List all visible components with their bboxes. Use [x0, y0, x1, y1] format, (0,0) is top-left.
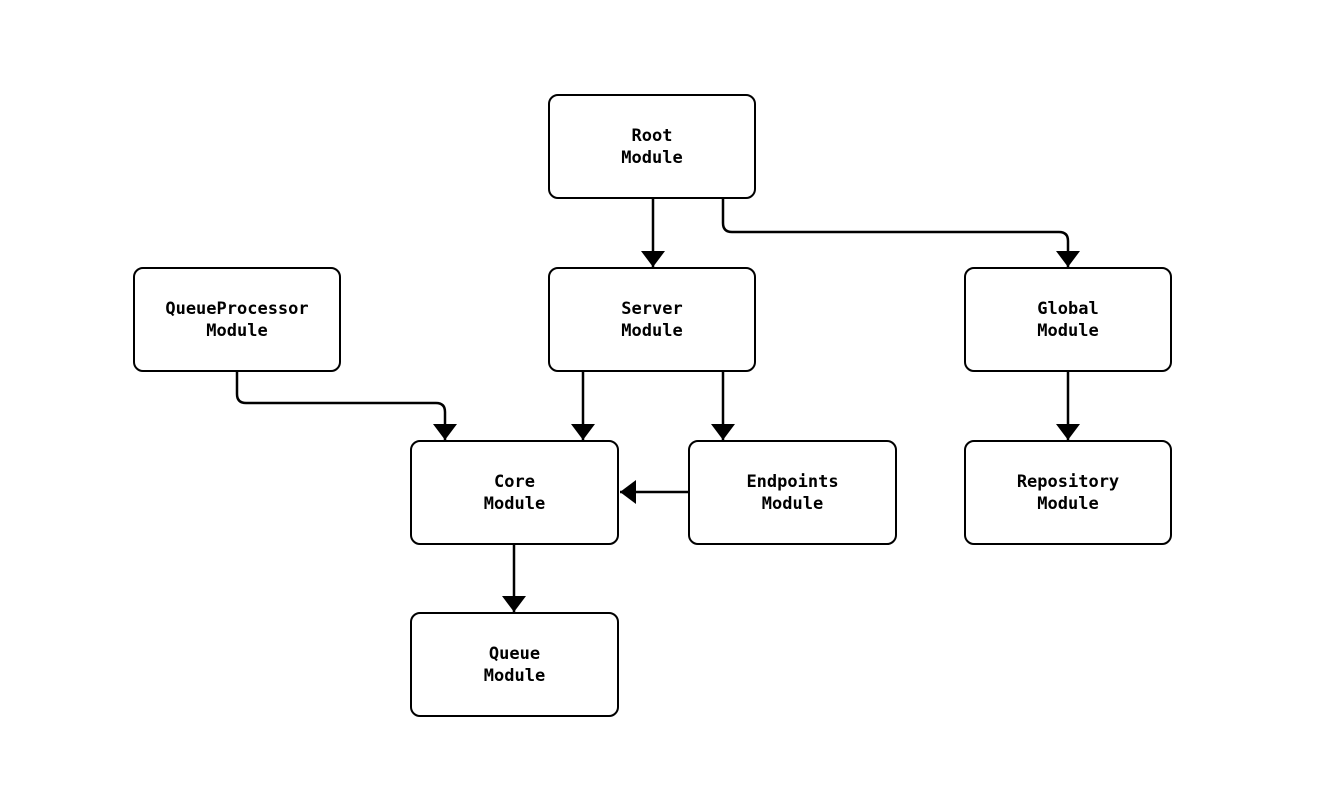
node-queueprocessor-module: QueueProcessor Module: [133, 267, 341, 372]
node-repository-module: Repository Module: [964, 440, 1172, 545]
edge-root-to-global: [721, 199, 1080, 267]
node-endpoints-module: Endpoints Module: [688, 440, 897, 545]
edge-queueprocessor-to-core: [235, 372, 457, 440]
node-label: QueueProcessor Module: [165, 298, 309, 341]
node-core-module: Core Module: [410, 440, 619, 545]
node-queue-module: Queue Module: [410, 612, 619, 717]
node-label: Core Module: [483, 471, 546, 514]
node-server-module: Server Module: [548, 267, 756, 372]
node-label: Queue Module: [483, 643, 546, 686]
node-root-module: Root Module: [548, 94, 756, 199]
node-label: Global Module: [1037, 298, 1099, 341]
node-label: Server Module: [621, 298, 683, 341]
node-label: Endpoints Module: [746, 471, 839, 514]
node-global-module: Global Module: [964, 267, 1172, 372]
node-label: Repository Module: [1016, 471, 1120, 514]
node-label: Root Module: [621, 125, 683, 168]
